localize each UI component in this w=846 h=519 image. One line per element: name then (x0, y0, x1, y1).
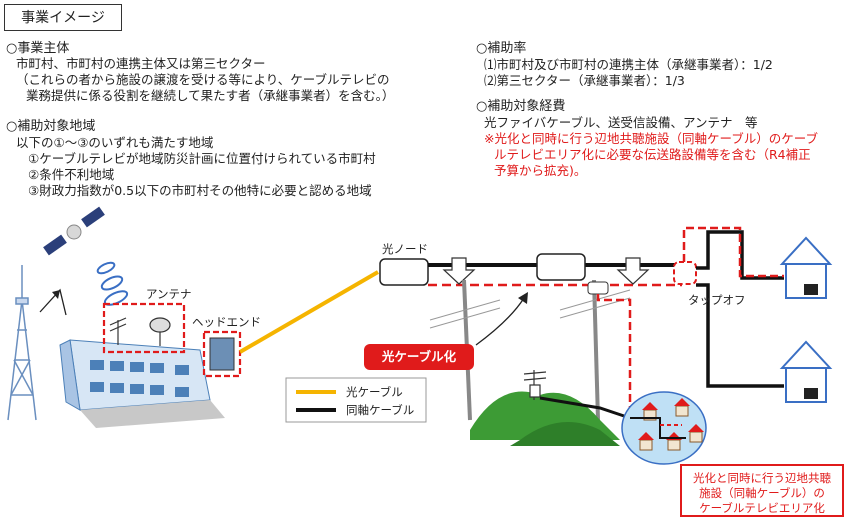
satellite-icon (43, 206, 105, 256)
tapoff-icon (673, 261, 697, 285)
area-item-2: ②条件不利地域 (28, 167, 115, 182)
note-line-3: ケーブルテレビエリア化 (699, 501, 825, 515)
page-title: 事業イメージ (4, 4, 122, 31)
cost-line-1: 光ファイバケーブル、送受信設備、アンテナ 等 (484, 115, 758, 130)
house-icon-1 (779, 236, 833, 299)
note-line-1: 光化と同時に行う辺地共聴 (693, 471, 831, 485)
legend-coax-label: 同軸ケーブル (346, 403, 415, 417)
antenna-highlight-box (102, 302, 186, 354)
headend-label: ヘッドエンド (192, 315, 261, 329)
down-arrow-icons (442, 257, 650, 285)
tv-tower-icon (7, 265, 37, 421)
area-item-1: ①ケーブルテレビが地域防災計画に位置付けられている市町村 (28, 151, 376, 166)
community-antenna-icon (523, 370, 547, 400)
area-line-1: 以下の①～③のいずれも満たす地域 (16, 135, 214, 150)
rate-item-1: ⑴市町村及び市町村の連携主体（承継事業者）：1/2 (484, 57, 773, 72)
cost-heading: ○補助対象経費 (476, 99, 566, 114)
area-item-3: ③財政力指数が0.5以下の市町村その他特に必要と認める地域 (28, 183, 372, 198)
house-icon-2 (779, 340, 833, 403)
building-icon (59, 339, 225, 428)
optical-cable-line (238, 270, 380, 354)
legend-optical-label: 光ケーブル (346, 385, 403, 399)
optical-node-label: 光ノード (382, 242, 428, 256)
headend-highlight-box (202, 330, 242, 378)
optical-conversion-label: 光ケーブル化 (364, 344, 474, 370)
signal-waves-icon (96, 261, 129, 306)
cost-note-1: ※光化と同時に行う辺地共聴施設（同軸ケーブル）のケーブ (484, 131, 818, 146)
amplifier-icon (536, 253, 586, 281)
area-heading: ○補助対象地域 (6, 119, 96, 134)
cost-note-2: ルテレビエリア化に必要な伝送路設備等を含む（R4補正 (494, 147, 811, 162)
optical-node-icon (379, 258, 429, 286)
pole-device-icon (587, 281, 609, 295)
rate-heading: ○補助率 (476, 41, 527, 56)
coax-area-note: 光化と同時に行う辺地共聴 施設（同軸ケーブル）の ケーブルテレビエリア化 (680, 464, 844, 517)
antenna-icon (109, 317, 171, 346)
tapoff-label: タップオフ (688, 293, 746, 307)
rate-item-2: ⑵第三セクター（承継事業者）：1/3 (484, 73, 685, 88)
entity-heading: ○事業主体 (6, 41, 70, 56)
headend-icon (209, 337, 235, 371)
entity-line-3: 業務提供に係る役割を継続して果たす者（承継事業者）を含む。） (26, 88, 395, 103)
antenna-label: アンテナ (146, 287, 192, 301)
entity-line-2: （これらの者から施設の譲渡を受ける等により、ケーブルテレビの (16, 72, 390, 87)
cost-note-3: 予算から拡充)。 (494, 163, 587, 178)
legend-box (285, 377, 427, 423)
entity-line-1: 市町村、市町村の連携主体又は第三セクター (16, 56, 266, 71)
note-line-2: 施設（同軸ケーブル）の (699, 486, 825, 500)
